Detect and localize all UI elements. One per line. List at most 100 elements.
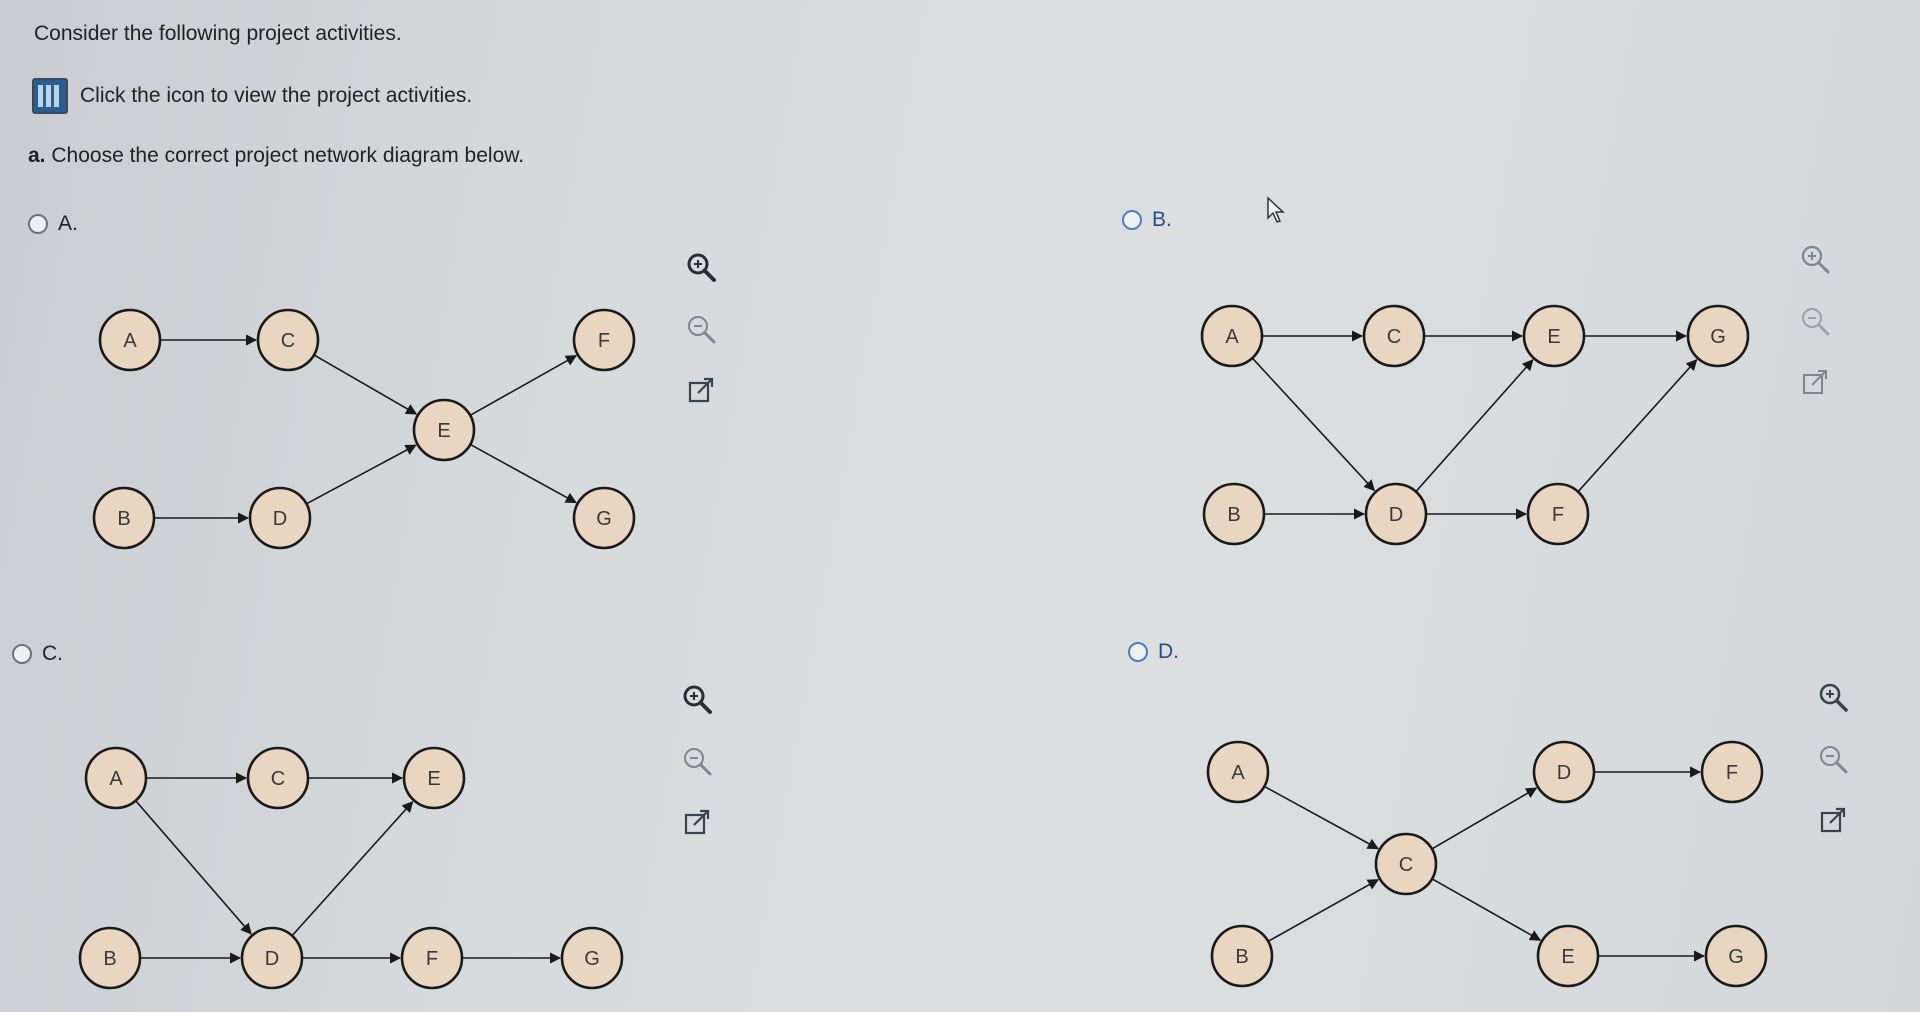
open-external-icon[interactable] [1798,366,1832,400]
node-label: E [437,420,450,442]
node-a: A [1200,304,1264,368]
edge-f-g [1577,358,1698,493]
node-f: F [400,926,464,990]
zoom-in-icon[interactable] [680,682,714,716]
node-circle [1374,832,1438,896]
question-label: a. [28,144,46,167]
node-circle [98,308,162,372]
node-circle [246,746,310,810]
node-e: E [412,398,476,462]
node-f: F [1700,740,1764,804]
node-circle [84,746,148,810]
radio-b[interactable] [1122,210,1142,230]
node-c: C [246,746,310,810]
edge-a-d [1251,357,1376,492]
node-d: D [248,486,312,550]
open-external-icon[interactable] [680,806,714,840]
node-circle [1364,482,1428,546]
node-a: A [98,308,162,372]
edge-a-d [135,800,252,935]
zoom-in-icon[interactable] [1816,680,1850,714]
node-f: F [1526,482,1590,546]
node-circle [412,398,476,462]
zoom-out-icon[interactable] [1798,304,1832,338]
node-circle [1700,740,1764,804]
node-label: D [1557,762,1571,784]
activities-row: Click the icon to view the project activ… [32,78,472,114]
node-label: C [271,768,285,790]
node-label: D [1389,504,1403,526]
node-label: B [1235,946,1248,968]
table-icon[interactable] [32,78,68,114]
tools-a [684,250,718,436]
zoom-in-icon[interactable] [1798,242,1832,276]
node-circle [1532,740,1596,804]
node-circle [256,308,320,372]
prompt-text: Consider the following project activitie… [34,22,402,45]
mouse-cursor-icon [1267,196,1285,223]
zoom-in-icon[interactable] [684,250,718,284]
node-g: G [560,926,624,990]
node-label: A [1231,762,1245,784]
tools-c [680,682,714,868]
node-label: D [265,948,279,970]
node-c: C [1362,304,1426,368]
node-d: D [1364,482,1428,546]
node-g: G [1704,924,1768,988]
node-d: D [240,926,304,990]
node-label: B [103,948,116,970]
question: a. Choose the correct project network di… [28,144,524,168]
option-b-label: B. [1152,208,1172,231]
node-g: G [1686,304,1750,368]
tools-b [1798,242,1832,428]
node-label: E [1561,946,1574,968]
node-c: C [1374,832,1438,896]
node-g: G [572,486,636,550]
option-d[interactable]: D. [1128,640,1179,664]
option-a-label: A. [58,212,78,235]
edge-c-e [313,354,418,415]
node-circle [1686,304,1750,368]
node-f: F [572,308,636,372]
node-b: B [78,926,142,990]
node-circle [572,486,636,550]
node-label: F [1552,504,1564,526]
node-circle [78,926,142,990]
open-external-icon[interactable] [684,374,718,408]
node-e: E [1522,304,1586,368]
node-a: A [84,746,148,810]
node-circle [1526,482,1590,546]
node-d: D [1532,740,1596,804]
option-c-label: C. [42,642,63,665]
edge-c-d [1431,787,1538,850]
node-label: A [1225,326,1239,348]
option-a[interactable]: A. [28,212,78,236]
node-circle [248,486,312,550]
edge-c-e [1431,878,1542,941]
node-label: B [1227,504,1240,526]
zoom-out-icon[interactable] [684,312,718,346]
node-label: C [1399,854,1413,876]
option-b[interactable]: B. [1122,208,1172,232]
radio-c[interactable] [12,644,32,664]
node-circle [572,308,636,372]
node-circle [240,926,304,990]
edge-e-f [469,354,578,416]
node-label: A [109,768,123,790]
node-label: F [1726,762,1738,784]
option-c[interactable]: C. [12,642,63,666]
open-external-icon[interactable] [1816,804,1850,838]
node-a: A [1206,740,1270,804]
radio-d[interactable] [1128,642,1148,662]
zoom-out-icon[interactable] [680,744,714,778]
node-label: A [123,330,137,352]
node-e: E [1536,924,1600,988]
node-label: G [596,508,612,530]
zoom-out-icon[interactable] [1816,742,1850,776]
radio-a[interactable] [28,214,48,234]
option-d-label: D. [1158,640,1179,663]
activities-link-text[interactable]: Click the icon to view the project activ… [80,84,473,107]
node-circle [400,926,464,990]
